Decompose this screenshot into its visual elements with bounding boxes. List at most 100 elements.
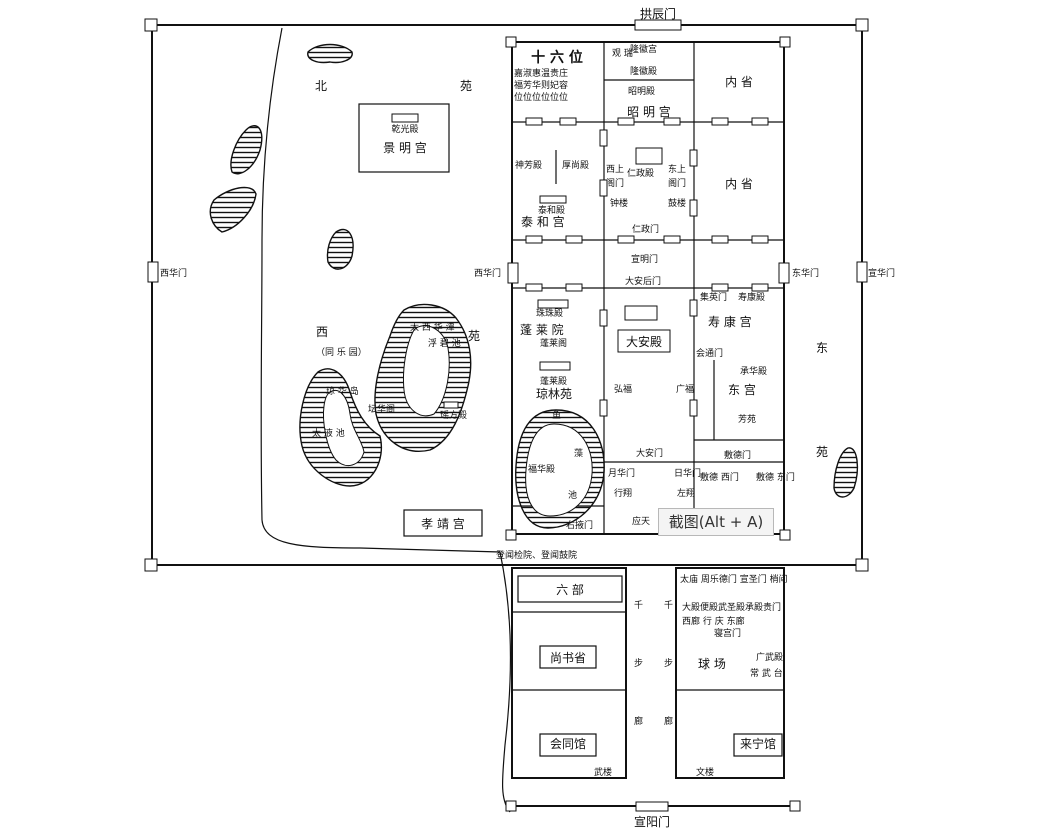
east-south-compound <box>675 567 785 779</box>
gulou-label: 鼓楼 <box>668 197 686 209</box>
inner-corner-nw <box>505 36 517 48</box>
south-corner-w <box>505 800 517 812</box>
pond-west-1 <box>230 125 263 175</box>
north-gate-label: 拱辰门 <box>640 6 676 21</box>
guanfu-label: 观 瑞 <box>612 47 633 59</box>
inner-corner-sw <box>505 529 517 541</box>
zhuzhu-label: 珠珠殿 <box>536 307 563 319</box>
liubu-label: 六 部 <box>556 582 584 597</box>
east-inner-gate-label: 东华门 <box>792 267 819 279</box>
outer-corner-se <box>855 558 869 572</box>
houshang-label: 厚尚殿 <box>562 159 589 171</box>
wall-gate-markers <box>525 117 769 417</box>
daan-back-label: 大安后门 <box>625 275 661 287</box>
shiliu-cols: 嘉淑惠温贵庄 <box>514 67 568 79</box>
penglai-ge-label: 蓬莱阁 <box>540 337 567 349</box>
renzheng-hall-icon <box>635 147 663 165</box>
jingming-hall-icon <box>391 113 419 123</box>
yu-label: 鱼 <box>552 409 561 421</box>
jingming-palace-wall <box>358 103 450 173</box>
yingtian-label: 应天 <box>632 515 650 527</box>
laining-label: 来宁馆 <box>740 736 776 751</box>
yaofang-hall-icon <box>443 401 459 409</box>
shangshu-box <box>539 645 597 669</box>
daan-hall-icon <box>617 329 671 353</box>
east-inner-gate-icon <box>778 262 790 284</box>
east-outer-gate-icon <box>856 261 868 283</box>
rihua-label: 日华门 <box>674 467 701 479</box>
xihua-pond-label: 太 西 华 潭 <box>410 321 455 333</box>
left-xiang-label: 行翔 <box>614 487 632 499</box>
shiliu-label: 十 六 位 <box>531 49 583 66</box>
west-south-compound <box>511 567 627 779</box>
south-corner-e <box>789 800 801 812</box>
inner-corner-ne <box>779 36 791 48</box>
xi-shang-label: 西上 <box>606 164 624 175</box>
fude-west-gate-label: 敷德 西门 <box>700 471 739 483</box>
yuzao-island <box>525 423 593 517</box>
shoukang-label: 寿 康 宫 <box>708 314 752 329</box>
pond-east <box>833 447 859 498</box>
qianbu-right-3: 廊 <box>664 715 673 727</box>
qionglin-label: 琼林苑 <box>536 386 572 401</box>
pond-north <box>307 43 353 64</box>
xuanming-label: 宣明门 <box>631 253 658 265</box>
qiuchang-label: 球 场 <box>698 657 726 671</box>
west-inner-gate-label: 西华门 <box>474 267 501 279</box>
renzhi-label: 仁政门 <box>632 223 659 235</box>
qinglu-row: 西廊 行 庆 东廊 <box>682 615 745 627</box>
wenzhi-label: 文楼 <box>696 766 714 778</box>
taimiao-row: 太庙 周乐德门 宣圣门 梢间 <box>680 573 788 585</box>
west-outer-gate-icon <box>147 261 159 283</box>
east-palace-label: 东 宫 <box>728 382 756 397</box>
liubu-box <box>517 575 623 603</box>
longhui-label: 隆徽宫 <box>630 43 657 55</box>
west-garden-label-1: 西 <box>316 325 328 339</box>
fude-gate-label: 敷德门 <box>724 449 751 461</box>
qianbu-left-1: 千 <box>634 600 643 611</box>
shangshu-label: 尚书省 <box>550 651 586 665</box>
wuzhi-label: 武楼 <box>594 766 612 778</box>
neisheng-2-label: 内 省 <box>725 177 753 191</box>
pond-west-2 <box>209 186 257 233</box>
zao-label: 藻 <box>574 447 583 459</box>
daan-label: 大安殿 <box>626 334 662 349</box>
qianbu-left-3: 廊 <box>634 715 643 727</box>
jingming-hall-label: 乾光殿 <box>391 123 418 135</box>
south-gate-label: 宣阳门 <box>634 814 670 829</box>
taiye-label: 太 液 池 <box>312 427 345 439</box>
inner-corner-se <box>779 529 791 541</box>
island-qionghua <box>323 390 365 467</box>
shiliu-cols-3: 位位位位位位 <box>514 91 568 103</box>
qionghua-label: 琼 华 岛 <box>326 385 359 397</box>
hongqing-label: 弘福 <box>614 383 632 395</box>
taihe-hall-icon <box>539 195 567 204</box>
north-garden-label-1: 北 <box>315 79 327 93</box>
xiaojing-palace-label: 孝 靖 宫 <box>421 516 465 531</box>
island-xihua <box>403 325 450 417</box>
guangwu-label: 广武殿 <box>756 651 783 663</box>
shoukang-hall-label: 寿康殿 <box>738 291 765 303</box>
renzheng-label: 仁政殿 <box>627 167 654 179</box>
qianbu-left-2: 步 <box>634 658 643 669</box>
huitong-box <box>539 733 597 757</box>
tongle-garden-label: （同 乐 园） <box>316 346 367 358</box>
xiaojing-palace-wall <box>403 509 483 537</box>
penglai-hall-label: 蓬莱殿 <box>540 375 567 387</box>
outer-wall <box>151 24 863 566</box>
taihe-hall-label: 泰和殿 <box>538 204 565 216</box>
daan-gate-hall <box>624 305 658 321</box>
garden-boundary-path <box>260 27 512 813</box>
fuhua-hall-label: 福华殿 <box>528 463 555 475</box>
jiying-label: 集英门 <box>700 291 727 303</box>
west-garden-label-2: 苑 <box>468 329 480 343</box>
qianbu-right-1: 千 <box>664 600 673 611</box>
outer-corner-ne <box>855 18 869 32</box>
jingming-palace-label: 景 明 宫 <box>383 140 427 155</box>
huitong-label: 会同馆 <box>550 736 586 751</box>
shenfang-label: 神芳殿 <box>515 159 542 171</box>
penglai-label: 蓬 莱 院 <box>520 323 564 337</box>
penglai-hall-icon <box>539 361 571 371</box>
east-garden-label-1: 东 <box>816 341 828 355</box>
